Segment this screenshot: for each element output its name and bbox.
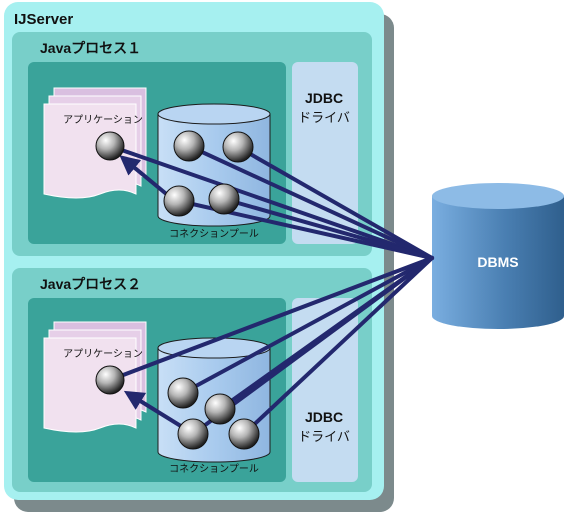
pool-2-connection [204,393,236,425]
dbms-connection-lines [108,144,434,436]
application-2-connection [95,365,125,395]
jdbc-driver-2-subtitle: ドライバ [298,430,350,445]
arrow-pool2-to-app2 [123,390,186,430]
ijserver-title: IJServer [14,11,73,28]
jdbc-driver-2-title: JDBC [305,409,343,425]
connection-line [108,256,434,382]
pool-1-connection [222,131,254,163]
pool-2-connection [228,418,260,450]
dbms-cylinder: DBMS [432,183,564,329]
pool-2-connection [167,377,199,409]
connection-line [222,197,434,260]
arrow-pool1-to-app1 [119,155,172,199]
application-1-connection [95,131,125,161]
pool-to-app-arrows [119,155,186,430]
pool-1-connection [163,185,195,217]
jdbc-driver-2-box [292,298,358,482]
application-2-label: アプリケーション [63,348,143,360]
jdbc-driver-1-box [292,62,358,244]
dbms-label: DBMS [477,254,518,270]
connection-pool-1-label: コネクションプール [169,228,259,240]
jdbc-driver-1-subtitle: ドライバ [298,111,350,126]
connection-line [236,145,434,260]
connection-line [108,144,434,260]
connection-balls [95,130,260,450]
connection-line [242,256,434,436]
application-1-label: アプリケーション [63,114,143,126]
connection-line [187,144,434,260]
application-2-document [43,321,147,433]
application-1-document [43,87,147,199]
jdbc-driver-1-title: JDBC [305,90,343,106]
pool-1-connection [173,130,205,162]
pool-2-connection [177,418,209,450]
pool-1-connection [208,183,240,215]
process-2-title: Javaプロセス２ [40,276,141,292]
process-1-title: Javaプロセス１ [40,40,141,56]
connection-pool-2-label: コネクションプール [169,463,259,475]
connection-line [181,256,434,395]
